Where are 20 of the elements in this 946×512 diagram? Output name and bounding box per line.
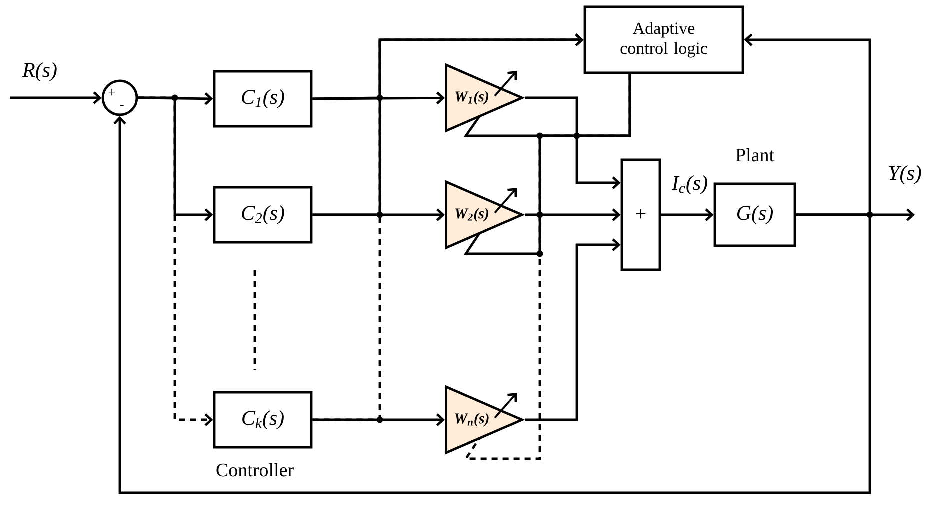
adder-block: + xyxy=(620,158,662,272)
transfer-function-box: C$_{1}$(s) xyxy=(213,70,313,128)
logic-box: Adaptive control logic xyxy=(584,6,744,74)
arrow xyxy=(661,208,714,222)
arrow xyxy=(525,238,621,422)
summing-junction: + - xyxy=(102,80,138,116)
arrow xyxy=(10,92,102,104)
signal-label: Y(s) xyxy=(889,165,922,185)
arrow xyxy=(525,208,621,222)
arrow xyxy=(114,116,872,494)
transfer-function-box: C$_{k}$(s) xyxy=(213,391,313,449)
signal-label: R(s) xyxy=(22,62,57,82)
arrow xyxy=(138,96,214,426)
signal-label: I$_{c}$(s) xyxy=(672,175,708,195)
group-label: Controller xyxy=(216,463,294,477)
block-caption: Plant xyxy=(736,148,774,162)
transfer-function-box: C$_{2}$(s) xyxy=(213,186,313,244)
transfer-function-box: G(s) xyxy=(714,182,796,248)
arrow xyxy=(525,96,621,190)
arrow xyxy=(312,34,584,422)
